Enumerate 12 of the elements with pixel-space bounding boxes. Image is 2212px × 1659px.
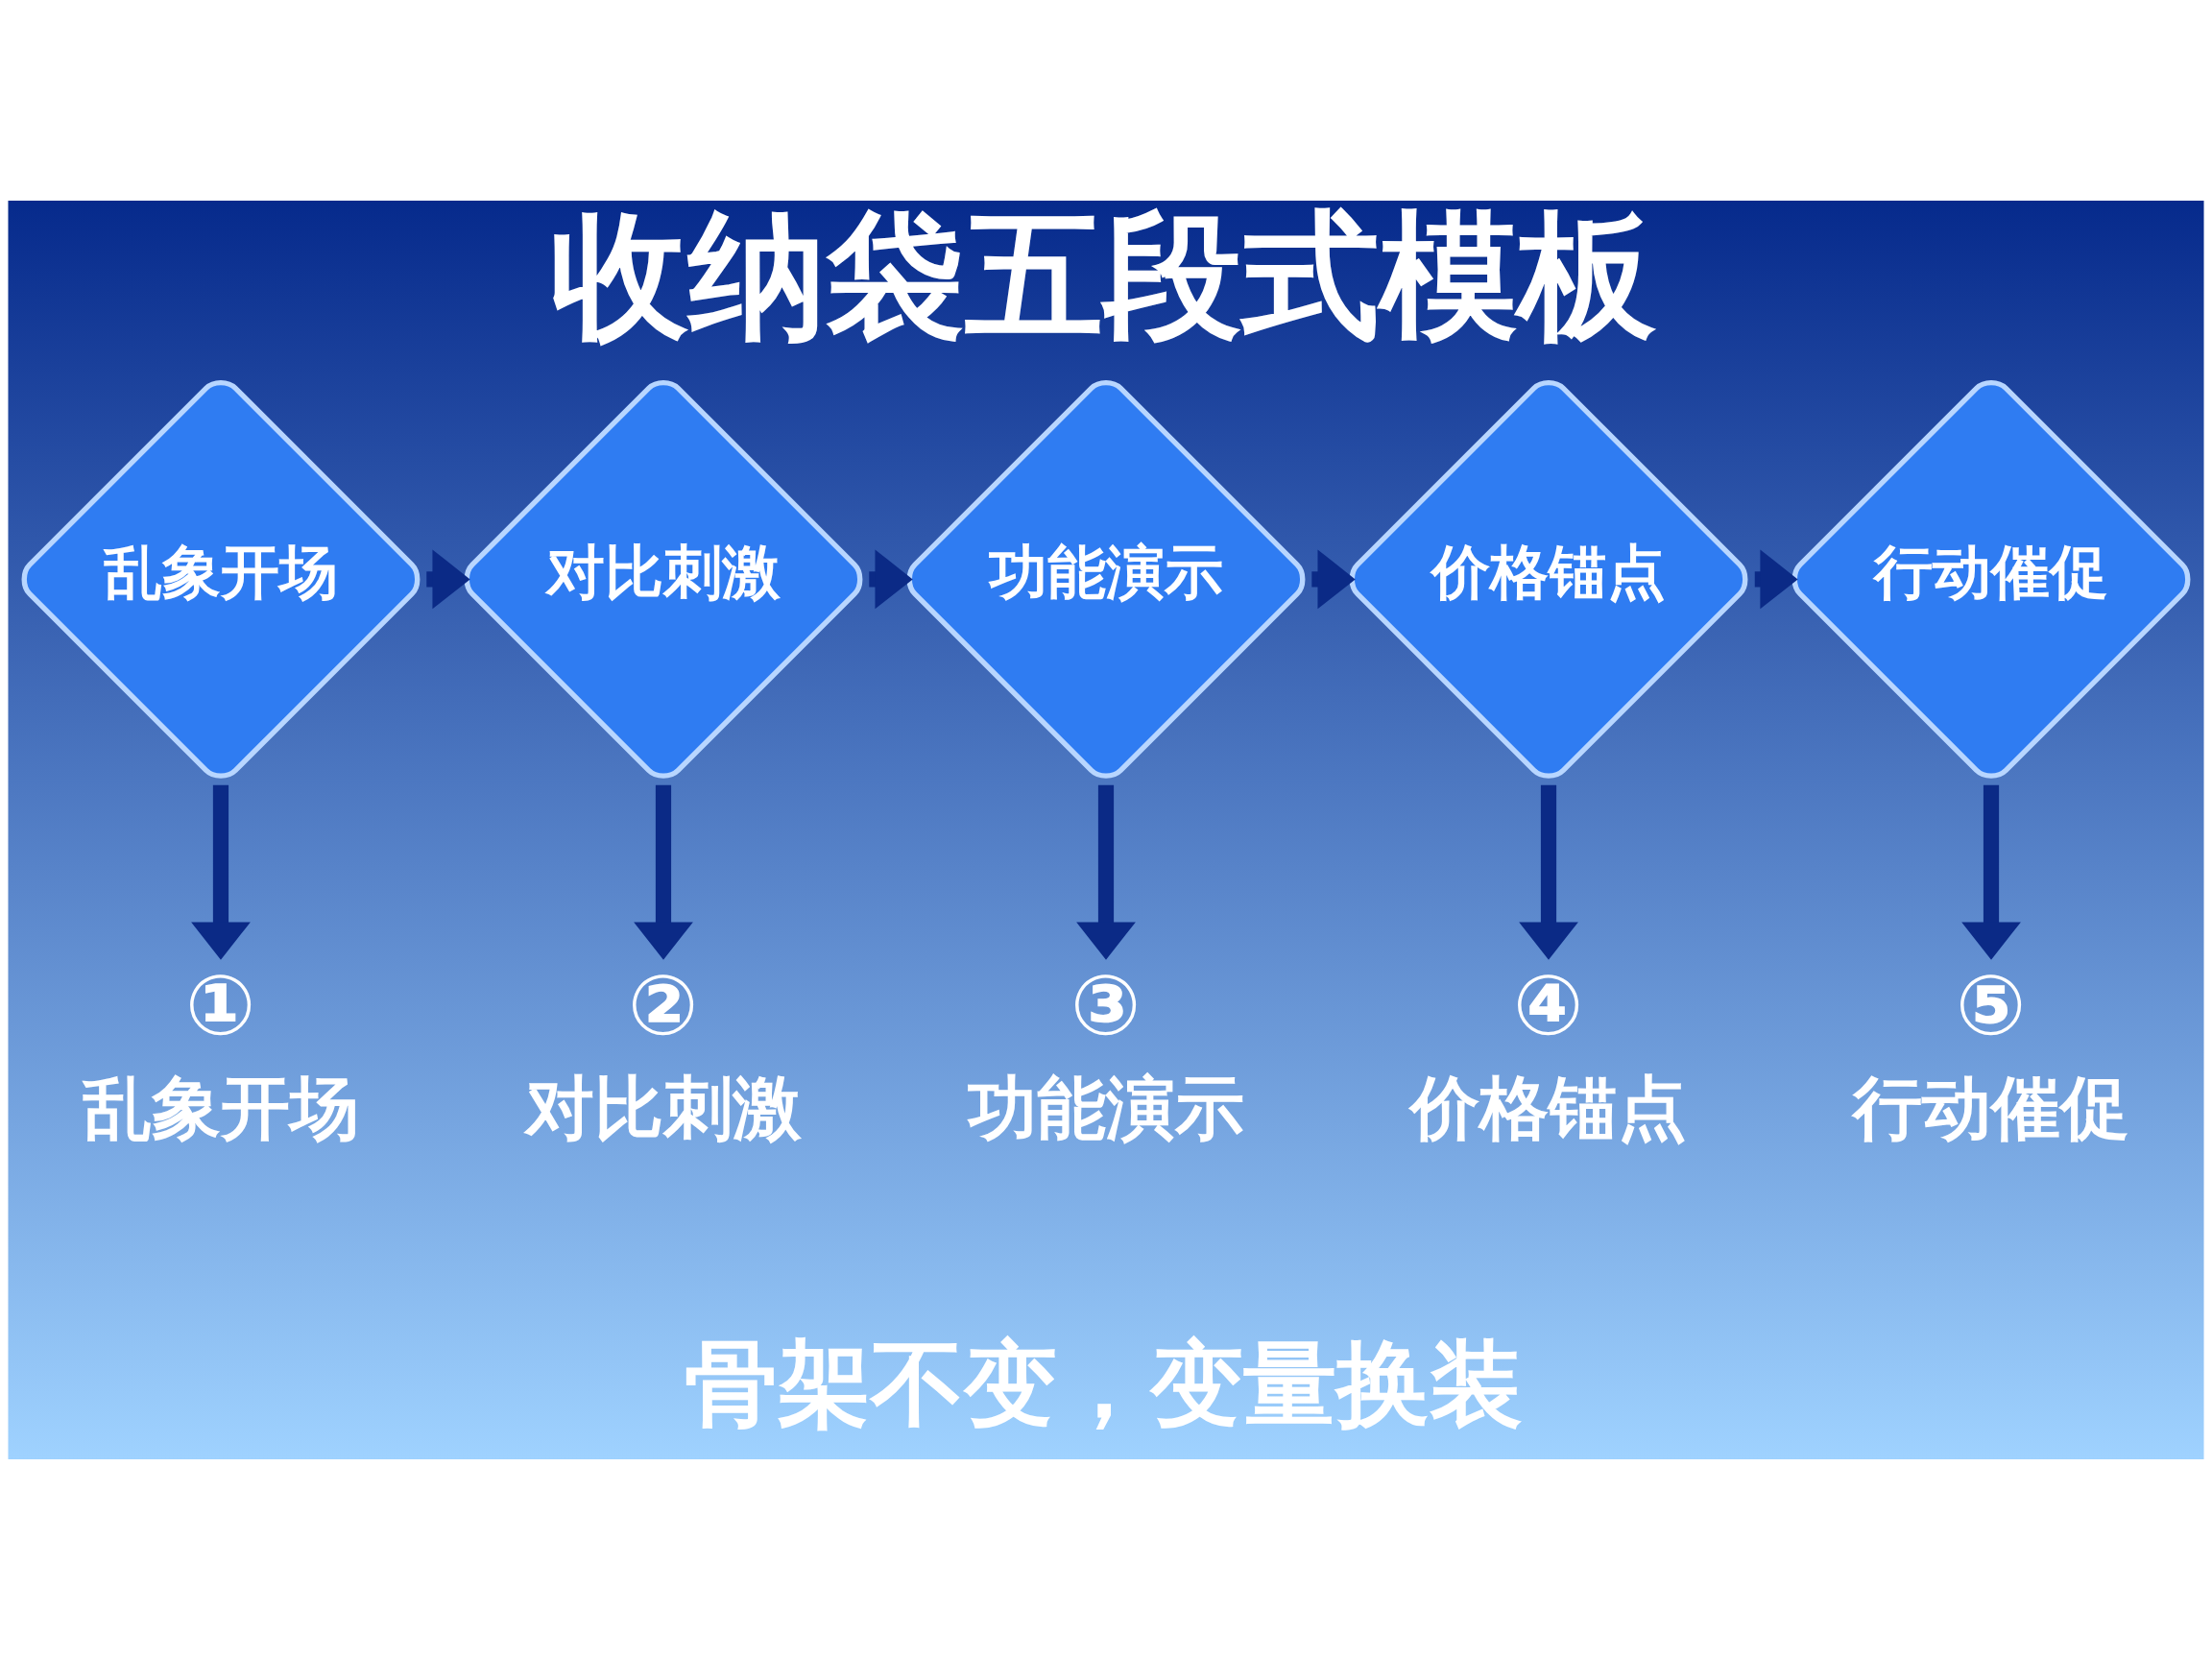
node-text: ② 对比刺激 — [524, 956, 802, 1148]
arrow — [634, 784, 693, 960]
node-text: ③ 功能演示 — [967, 956, 1244, 1148]
arrow — [1076, 784, 1136, 960]
node-text: ⑤ 行动催促 — [1852, 956, 2129, 1148]
caption: 骨架不变，变量换装 — [685, 1329, 1524, 1438]
arrow — [1961, 784, 2021, 960]
node-text: ④ 价格锚点 — [1409, 956, 1687, 1148]
arrow — [191, 784, 251, 960]
diagram-title: 收纳袋五段式模板 — [550, 194, 1657, 356]
node-text: ① 乱象开场 — [82, 956, 359, 1148]
arrow — [1519, 784, 1578, 960]
